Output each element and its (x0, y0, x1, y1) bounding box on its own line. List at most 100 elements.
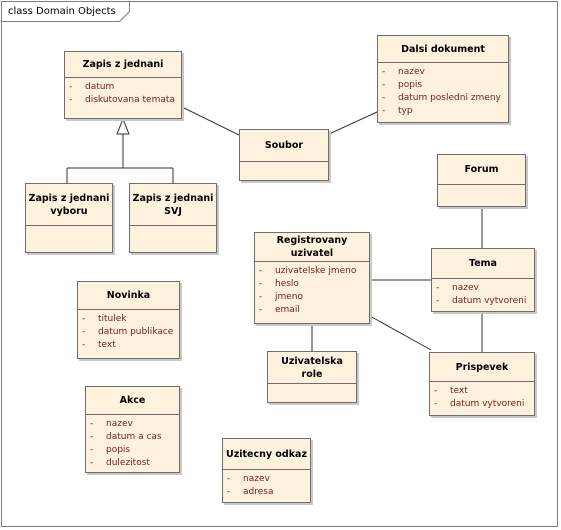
attribute-list: - nazev - datum vytvoreni (432, 279, 534, 308)
attribute-list: - nazev - datum a cas - popis - dulezitost (86, 415, 179, 470)
class-name: Akce (119, 395, 146, 406)
attribute-dalsi-0: - nazev (378, 66, 508, 79)
attribute-text: nazev (398, 67, 425, 77)
attribute-tema-1: - datum vytvoreni (432, 295, 534, 308)
attribute-reg-3: - email (255, 304, 369, 317)
attribute-zapis-0: - datum (65, 81, 181, 94)
attribute-visibility-marker: - (90, 432, 94, 442)
frame-tab (2, 2, 130, 22)
attribute-akce-0: - nazev (86, 418, 179, 431)
class-uzivatelska-role[interactable]: Uzivatelska role (267, 351, 357, 403)
class-name: Uzivatelska role (281, 355, 343, 380)
class-zapis-z-jednani-vyboru[interactable]: Zapis z jednani vyboru (25, 183, 113, 253)
attribute-visibility-marker: - (259, 305, 263, 315)
class-name: Zapis z jednani (82, 59, 164, 70)
attribute-novinka-2: -text (78, 339, 179, 352)
attribute-text: email (275, 305, 300, 315)
class-zapis-z-jednani-svj[interactable]: Zapis z jednani SVJ (129, 183, 217, 253)
inheritance-arrowhead (116, 117, 130, 135)
attribute-visibility-marker: - (90, 419, 94, 429)
attribute-visibility-marker: - (82, 327, 86, 337)
attribute-visibility-marker: - (382, 93, 386, 103)
edge-zapis-soubor (181, 106, 240, 136)
class-name: Dalsi dokument (401, 43, 485, 55)
attribute-text: datum publikace (98, 327, 174, 337)
class-name: Tema (469, 258, 497, 269)
attribute-odkaz-0: - nazev (223, 473, 310, 486)
attribute-akce-3: - dulezitost (86, 457, 179, 470)
attribute-text: nazev (452, 283, 479, 293)
attribute-reg-0: - uzivatelske jmeno (255, 265, 369, 278)
attribute-visibility-marker: - (382, 80, 386, 90)
attribute-zapis-1: - diskutovana temata (65, 94, 181, 107)
attribute-list: - datum - diskutovana temata (65, 78, 181, 107)
class-name: Prispevek (455, 361, 509, 373)
attribute-text: popis (106, 445, 131, 455)
class-zapis-z-jednani[interactable]: Zapis z jednani - datum - diskutovana temat… (64, 51, 182, 119)
attribute-visibility-marker: - (382, 67, 386, 77)
attribute-text: heslo (275, 279, 299, 289)
attribute-text: jmeno (275, 292, 304, 302)
attribute-text: typ (398, 106, 413, 116)
class-novinka[interactable]: Novinka - titulek - datum publikace -text (77, 281, 180, 359)
attribute-tema-0: - nazev (432, 282, 534, 295)
attribute-visibility-marker: - (434, 386, 438, 396)
attribute-text: datum vytvoreni (452, 296, 527, 306)
attribute-akce-1: - datum a cas (86, 431, 179, 444)
attribute-text: datum vytvoreni (450, 399, 525, 409)
class-akce[interactable]: Akce - nazev - datum a cas - popis - dulezitost (85, 386, 180, 473)
attribute-visibility-marker: - (69, 95, 73, 105)
attribute-text: adresa (243, 487, 274, 497)
attribute-akce-2: - popis (86, 444, 179, 457)
attribute-text: nazev (106, 419, 133, 429)
attribute-visibility-marker: - (259, 266, 263, 276)
attribute-text: datum posledni zmeny (398, 93, 501, 103)
attribute-text: text (450, 386, 468, 396)
attribute-list: - titulek - datum publikace -text (78, 310, 179, 352)
attribute-text: dulezitost (106, 458, 150, 468)
attribute-visibility-marker: - (69, 82, 73, 92)
attribute-visibility-marker: - (436, 296, 440, 306)
attribute-visibility-marker: - (434, 399, 438, 409)
attribute-visibility-marker: - (382, 106, 386, 116)
attribute-text: popis (398, 80, 423, 90)
attribute-text: datum (85, 82, 115, 92)
attribute-text: titulek (98, 314, 127, 324)
class-name: Zapis z jednani vyboru (28, 192, 110, 217)
class-dalsi-dokument[interactable]: Dalsi dokument - nazev - popis - datum posled… (377, 35, 509, 123)
class-registrovany-uzivatel[interactable]: Registrovany uzivatel - uzivatelske jmeno… (254, 232, 370, 324)
attribute-text: nazev (243, 474, 270, 484)
class-name: Uzitecny odkaz (226, 448, 307, 460)
attribute-text: diskutovana temata (85, 95, 175, 105)
attribute-visibility-marker: - (90, 458, 94, 468)
class-name: Forum (464, 164, 499, 175)
attribute-prisp-0: - text (430, 385, 534, 398)
attribute-dalsi-1: - popis (378, 79, 508, 92)
attribute-reg-1: -heslo (255, 278, 369, 291)
attribute-text: datum a cas (106, 432, 162, 442)
class-name: Registrovany uzivatel (276, 235, 348, 259)
class-name: Zapis z jednani SVJ (132, 192, 214, 217)
attribute-visibility-marker: - (227, 474, 231, 484)
attribute-visibility-marker: - (82, 314, 86, 324)
attribute-dalsi-2: - datum posledni zmeny (378, 92, 508, 105)
edge-dalsi-soubor (328, 111, 378, 135)
attribute-text: uzivatelske jmeno (275, 266, 357, 276)
class-forum[interactable]: Forum (437, 154, 526, 207)
class-uzitecny-odkaz[interactable]: Uzitecny odkaz - nazev -adresa (222, 438, 311, 503)
attribute-novinka-0: - titulek (78, 313, 179, 326)
edge-reg-prispevek (369, 315, 432, 351)
attribute-list: - text - datum vytvoreni (430, 382, 534, 411)
class-name: Novinka (106, 290, 151, 301)
class-soubor[interactable]: Soubor (239, 129, 329, 181)
attribute-visibility-marker: - (90, 445, 94, 455)
attribute-visibility-marker: - (436, 283, 440, 293)
attribute-odkaz-1: -adresa (223, 486, 310, 499)
class-name: Soubor (264, 140, 304, 151)
class-tema[interactable]: Tema - nazev - datum vytvoreni (431, 248, 535, 312)
attribute-visibility-marker: - (259, 292, 263, 302)
attribute-reg-2: - jmeno (255, 291, 369, 304)
class-prispevek[interactable]: Prispevek - text - datum vytvoreni (429, 352, 535, 416)
attribute-text: text (98, 340, 116, 350)
